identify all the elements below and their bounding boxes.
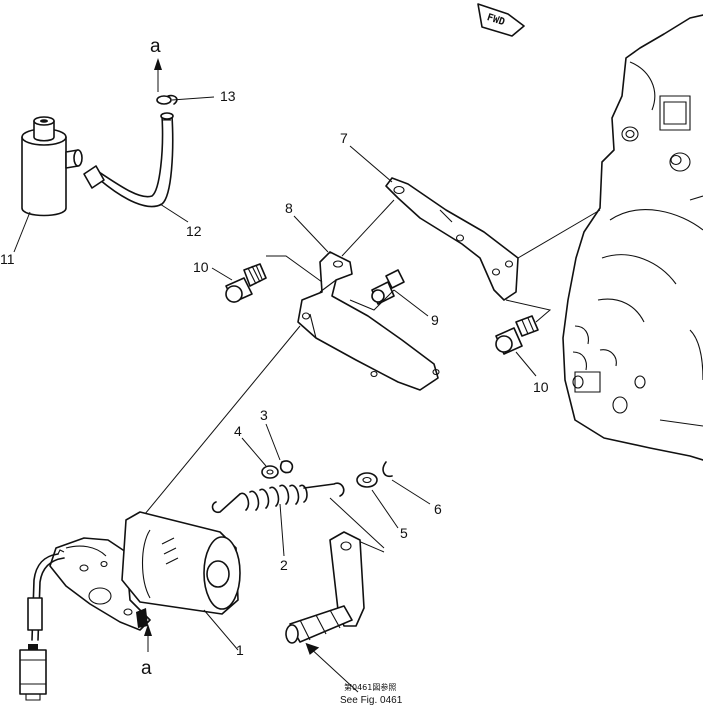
part-8-bracket	[297, 251, 440, 391]
reference-note-jp: 第0461図参照	[344, 682, 396, 692]
label-part-1: 1	[236, 642, 244, 658]
part-11-cylinder	[21, 116, 83, 217]
label-part-13: 13	[220, 88, 236, 104]
part-1-motor	[49, 511, 241, 631]
connection-arrow-bottom: a	[141, 624, 152, 679]
label-part-8: 8	[285, 200, 293, 216]
label-part-7: 7	[340, 130, 348, 146]
lever-shaft: 第0461図参照 See Fig. 0461	[285, 531, 403, 706]
label-part-6: 6	[434, 501, 442, 517]
assembly-guide-lines	[139, 199, 601, 553]
part-6-pin	[382, 461, 393, 478]
label-part-12: 12	[186, 223, 202, 239]
part-2-spring	[211, 482, 345, 514]
part-12-hose	[83, 112, 174, 208]
label-part-9: 9	[431, 312, 439, 328]
label-part-5: 5	[400, 525, 408, 541]
connection-arrow-top: a	[150, 36, 162, 92]
part-9-bolt	[371, 269, 405, 305]
fwd-label: FWD	[485, 12, 506, 28]
part-7-bracket	[385, 177, 519, 301]
part-10-bolt-right	[495, 315, 539, 355]
label-part-10-left: 10	[193, 259, 209, 275]
part-10-bolt-left	[225, 263, 267, 303]
motor-wire-connector	[19, 553, 65, 701]
connection-marker-top: a	[150, 36, 161, 57]
label-part-3: 3	[260, 407, 268, 423]
part-4-washer	[261, 465, 279, 479]
part-5-washer	[356, 472, 378, 488]
connection-marker-bottom: a	[141, 658, 152, 679]
label-part-11: 11	[0, 251, 15, 267]
label-part-2: 2	[280, 557, 288, 573]
part-number-labels: 1 2 3 4 5 6 7 8 9 10 10 11 12 13	[0, 88, 549, 658]
part-3-ring	[279, 460, 294, 474]
engine-block	[562, 14, 703, 461]
part-13-clip	[156, 94, 178, 105]
label-part-4: 4	[234, 423, 242, 439]
label-part-10-right: 10	[533, 379, 549, 395]
leader-lines	[13, 96, 537, 651]
reference-note-en: See Fig. 0461	[340, 695, 403, 706]
fwd-arrow-tag: FWD	[477, 3, 525, 37]
